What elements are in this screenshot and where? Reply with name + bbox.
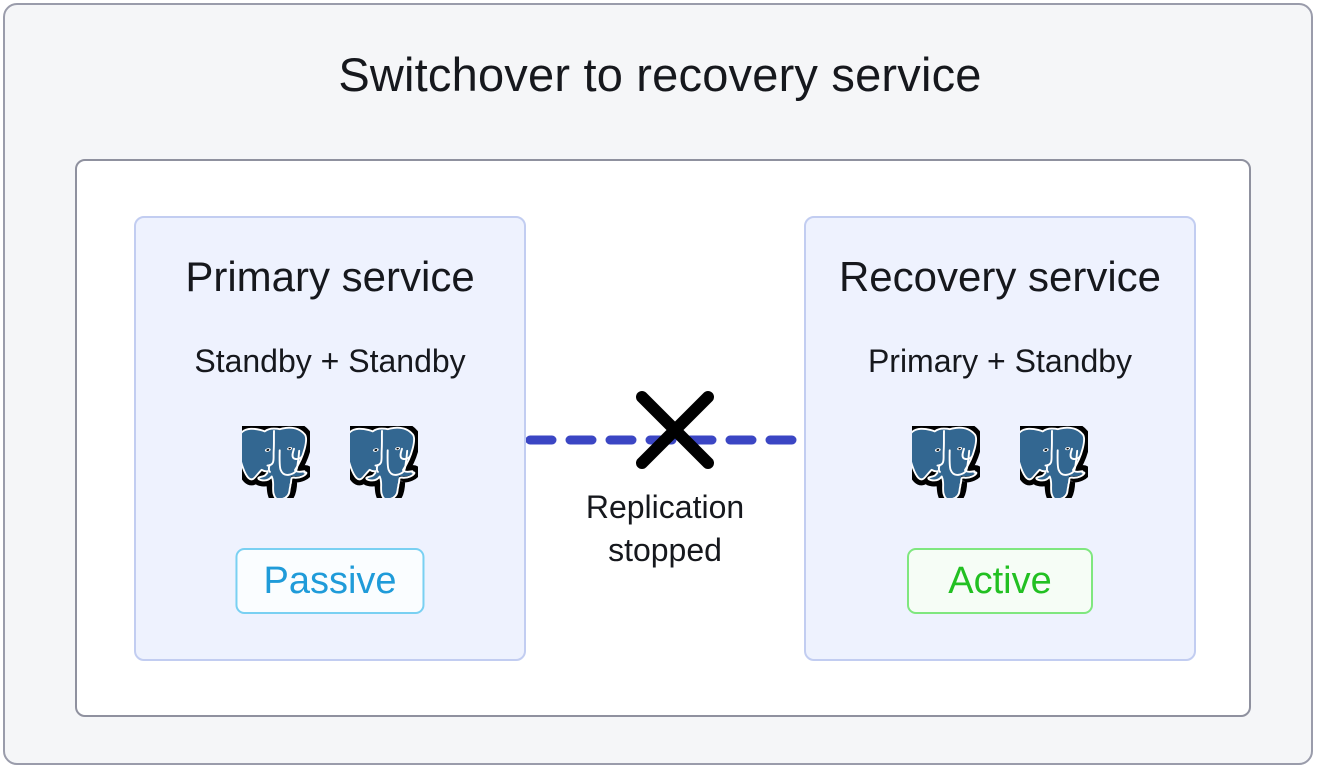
service-card-recovery[interactable]: Recovery service Primary + Standby — [804, 216, 1196, 661]
diagram-panel: Primary service Standby + Standby — [75, 159, 1251, 717]
page-title: Switchover to recovery service — [338, 48, 982, 101]
x-mark-icon — [636, 391, 714, 469]
node-row — [136, 426, 524, 498]
replication-label: Replication stopped — [510, 486, 820, 572]
status-badge-passive[interactable]: Passive — [235, 548, 425, 614]
postgres-elephant-icon — [912, 426, 980, 498]
diagram-canvas: Switchover to recovery service Primary s… — [3, 3, 1313, 765]
replication-label-line-1: Replication — [585, 489, 745, 525]
node-row — [806, 426, 1194, 498]
postgres-elephant-icon — [1020, 426, 1088, 498]
status-badge-active[interactable]: Active — [907, 548, 1093, 614]
service-card-title: Recovery service — [838, 253, 1162, 300]
service-card-title: Primary service — [185, 253, 475, 300]
replication-link: Replication stopped — [526, 216, 804, 661]
replication-label-line-2: stopped — [608, 532, 722, 569]
service-card-subtitle: Standby + Standby — [194, 343, 466, 379]
service-card-primary[interactable]: Primary service Standby + Standby — [134, 216, 526, 661]
postgres-elephant-icon — [350, 426, 418, 498]
postgres-elephant-icon — [242, 426, 310, 498]
service-card-subtitle: Primary + Standby — [867, 343, 1133, 379]
